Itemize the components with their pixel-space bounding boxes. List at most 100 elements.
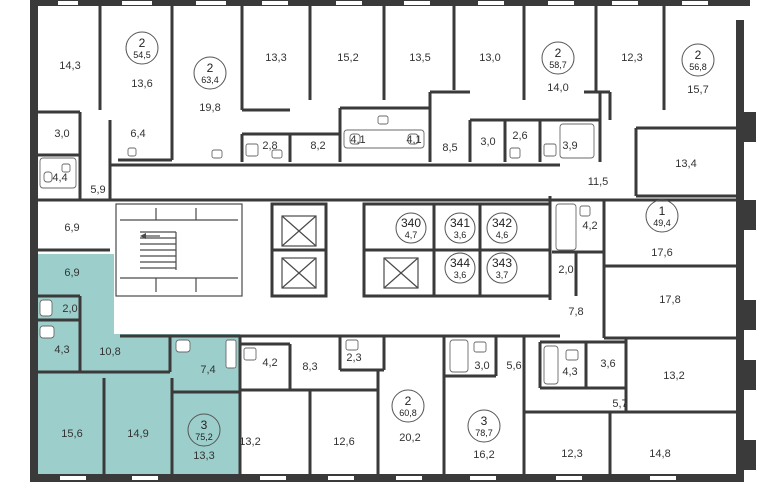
badge-circle bbox=[467, 409, 501, 443]
badge-circle bbox=[395, 212, 427, 244]
room-area-label: 2,3 bbox=[346, 352, 361, 364]
apartment-rooms: 341 bbox=[450, 216, 470, 230]
apartment-rooms: 1 bbox=[659, 204, 666, 218]
room-area-label: 4,3 bbox=[54, 344, 69, 356]
apartment-area: 49,4 bbox=[653, 218, 671, 228]
room-area-label: 7,4 bbox=[200, 364, 215, 376]
room-area-label: 2,0 bbox=[558, 264, 573, 276]
apartment-rooms: 344 bbox=[450, 256, 470, 270]
apartment-rooms: 2 bbox=[139, 36, 146, 50]
room-area-label: 6,4 bbox=[130, 128, 145, 140]
room-area-label: 12,3 bbox=[621, 52, 642, 64]
room-area-label: 2,0 bbox=[62, 303, 77, 315]
room-area-label: 2,8 bbox=[262, 140, 277, 152]
apartment-area: 75,2 bbox=[195, 432, 213, 442]
apartment-rooms: 3 bbox=[201, 418, 208, 432]
apartment-badge[interactable]: 258,7 bbox=[541, 41, 575, 75]
room-area-label: 13,3 bbox=[265, 52, 286, 64]
apartment-rooms: 342 bbox=[492, 216, 512, 230]
fixtures bbox=[39, 115, 595, 385]
room-area-label: 14,8 bbox=[649, 448, 670, 460]
room-area-label: 2,6 bbox=[512, 130, 527, 142]
highlighted-apartment[interactable] bbox=[36, 254, 240, 476]
room-area-label: 13,2 bbox=[239, 436, 260, 448]
apartment-area: 3,7 bbox=[496, 270, 509, 280]
apartment-area: 3,6 bbox=[454, 230, 467, 240]
apartment-badges: 254,5263,4258,7256,8149,43404,73413,6342… bbox=[125, 31, 715, 447]
room-area-label: 14,3 bbox=[59, 60, 80, 72]
outer-walls bbox=[30, 0, 756, 482]
apartment-rooms: 343 bbox=[492, 256, 512, 270]
room-area-label: 5,7 bbox=[612, 398, 627, 410]
room-area-label: 3,0 bbox=[480, 136, 495, 148]
apartment-area: 58,7 bbox=[549, 60, 567, 70]
room-area-label: 5,9 bbox=[90, 184, 105, 196]
badge-circle bbox=[444, 252, 476, 284]
room-area-label: 10,8 bbox=[99, 346, 120, 358]
room-area-label: 17,6 bbox=[651, 247, 672, 259]
room-area-label: 7,8 bbox=[568, 306, 583, 318]
apartment-area: 4,6 bbox=[496, 230, 509, 240]
apartment-badge[interactable]: 263,4 bbox=[193, 56, 227, 90]
room-area-label: 8,2 bbox=[310, 140, 325, 152]
apartment-rooms: 3 bbox=[481, 414, 488, 428]
room-area-label: 15,7 bbox=[687, 84, 708, 96]
apartment-area: 4,7 bbox=[405, 230, 418, 240]
room-area-label: 4,3 bbox=[562, 366, 577, 378]
apartment-badge[interactable]: 256,8 bbox=[681, 43, 715, 77]
room-area-label: 5,6 bbox=[506, 360, 521, 372]
room-area-label: 3,0 bbox=[54, 128, 69, 140]
badge-circle bbox=[187, 413, 221, 447]
apartment-badge[interactable]: 375,2 bbox=[187, 413, 221, 447]
room-area-label: 13,2 bbox=[663, 370, 684, 382]
room-area-label: 13,3 bbox=[193, 450, 214, 462]
badge-circle bbox=[486, 252, 518, 284]
room-area-label: 15,2 bbox=[337, 52, 358, 64]
window-openings bbox=[58, 1, 708, 480]
room-area-label: 4,1 bbox=[350, 134, 365, 146]
highlighted-apartment-shape bbox=[36, 254, 240, 476]
room-area-label: 4,2 bbox=[262, 357, 277, 369]
room-area-label: 4,1 bbox=[406, 134, 421, 146]
room-area-label: 15,6 bbox=[61, 428, 82, 440]
room-area-label: 17,8 bbox=[659, 294, 680, 306]
badge-circle bbox=[444, 212, 476, 244]
apartment-rooms: 2 bbox=[207, 61, 214, 75]
badge-circle bbox=[645, 199, 679, 233]
badge-circle bbox=[125, 31, 159, 65]
apartment-area: 3,6 bbox=[454, 270, 467, 280]
room-area-label: 6,9 bbox=[64, 222, 79, 234]
apartment-rooms: 2 bbox=[405, 394, 412, 408]
room-area-label: 13,6 bbox=[131, 78, 152, 90]
apartment-badge[interactable]: 254,5 bbox=[125, 31, 159, 65]
room-area-label: 4,2 bbox=[582, 220, 597, 232]
room-area-label: 3,6 bbox=[600, 358, 615, 370]
apartment-badge[interactable]: 260,8 bbox=[391, 389, 425, 423]
room-area-label: 12,6 bbox=[333, 436, 354, 448]
stairs bbox=[140, 231, 177, 270]
room-area-label: 20,2 bbox=[399, 432, 420, 444]
apartment-area: 60,8 bbox=[399, 408, 417, 418]
apartment-badge[interactable]: 149,4 bbox=[645, 199, 679, 233]
room-area-label: 14,0 bbox=[547, 82, 568, 94]
apartment-rooms: 2 bbox=[695, 48, 702, 62]
room-area-label: 13,5 bbox=[409, 52, 430, 64]
room-area-label: 11,5 bbox=[588, 176, 609, 188]
room-area-label: 13,4 bbox=[675, 158, 696, 170]
interior-walls bbox=[36, 6, 736, 476]
badge-circle bbox=[391, 389, 425, 423]
apartment-area: 78,7 bbox=[475, 428, 493, 438]
room-area-label: 16,2 bbox=[473, 449, 494, 461]
room-area-label: 13,0 bbox=[479, 52, 500, 64]
apartment-badge[interactable]: 378,7 bbox=[467, 409, 501, 443]
room-area-label: 14,9 bbox=[127, 428, 148, 440]
room-area-label: 3,9 bbox=[562, 140, 577, 152]
room-area-label: 4,4 bbox=[52, 172, 67, 184]
